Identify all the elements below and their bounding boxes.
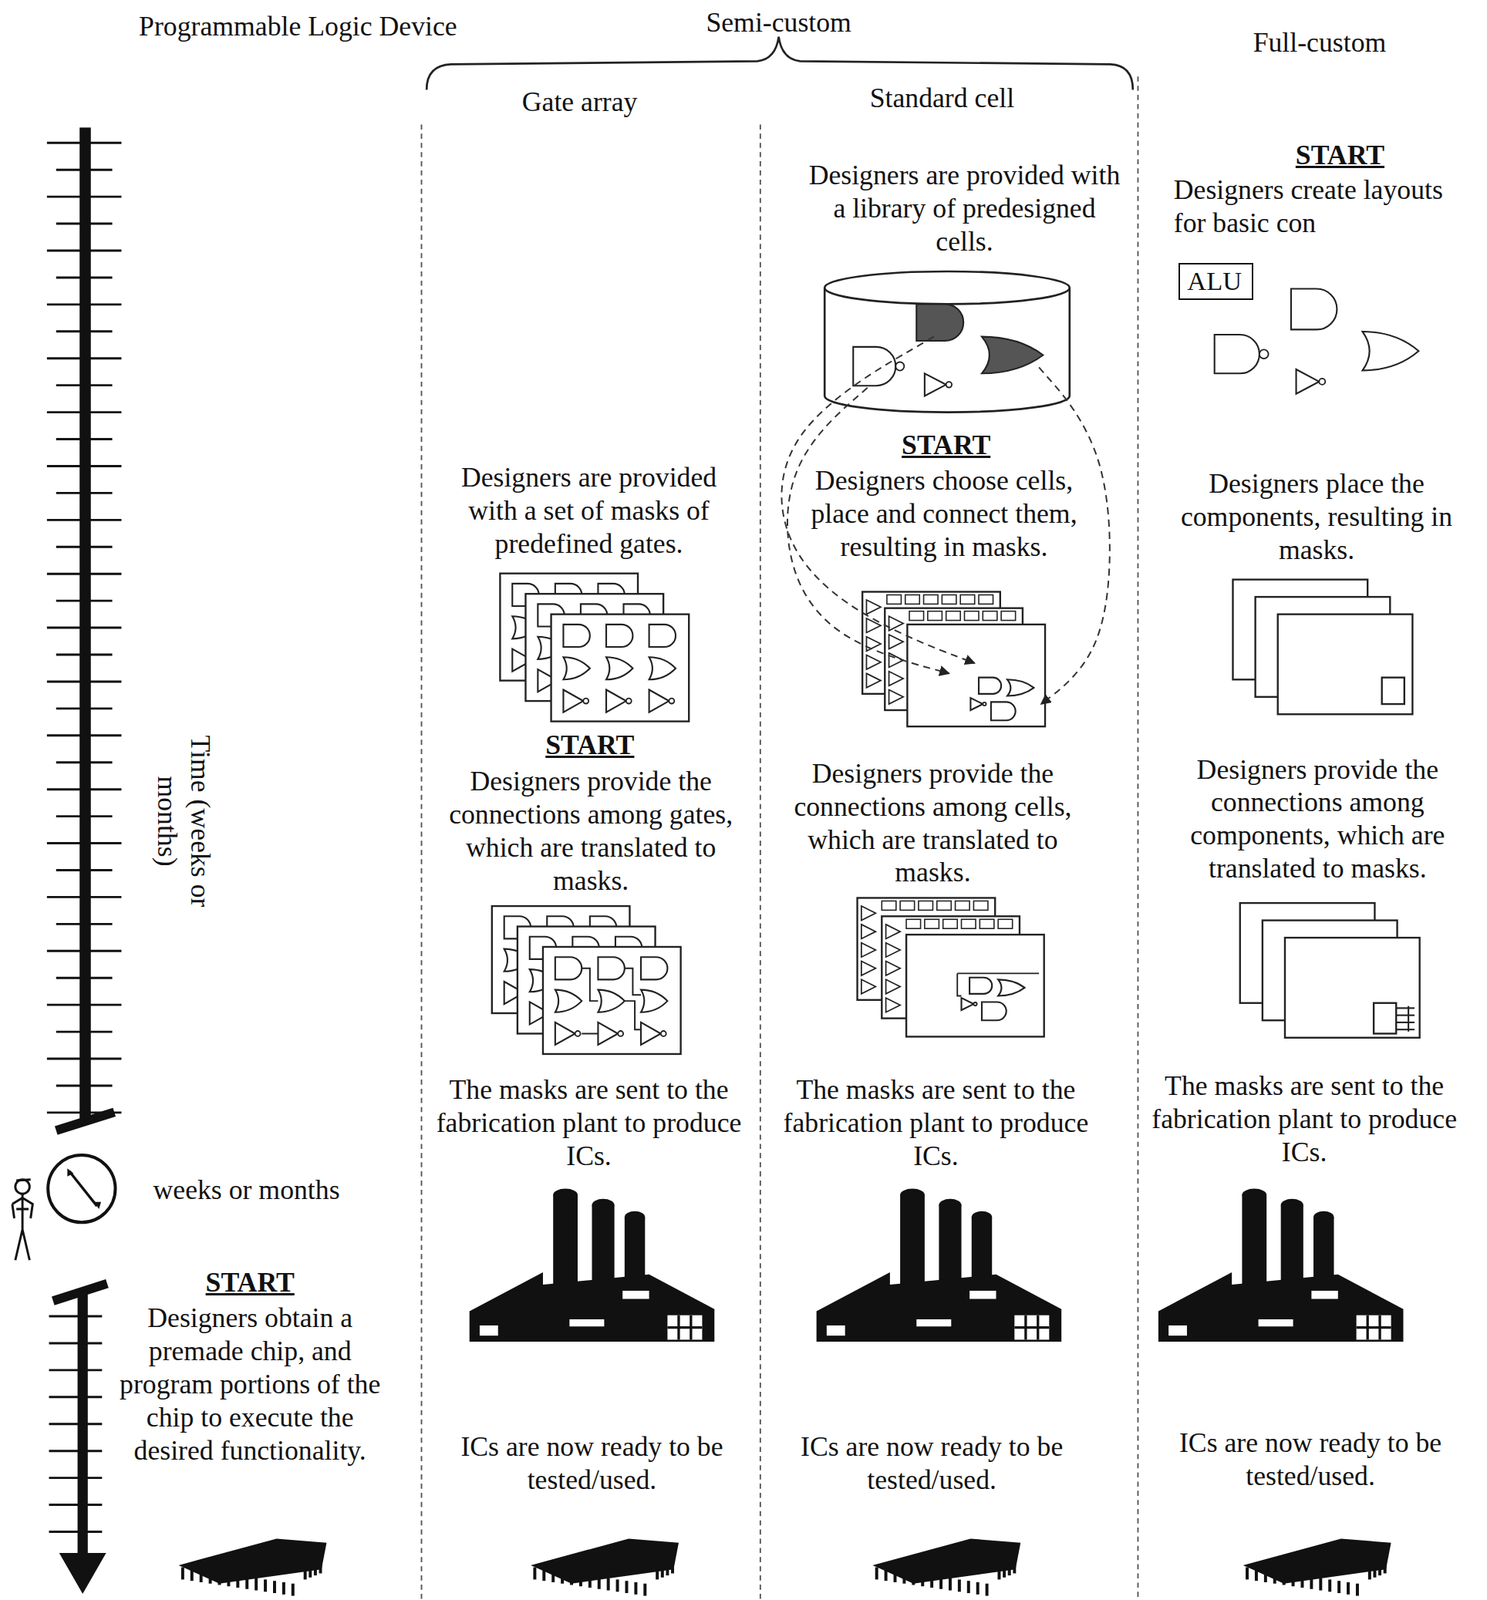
step-text: The masks are sent to the fabrication pl… xyxy=(772,1073,1100,1174)
mask-stack xyxy=(862,591,1046,727)
cell-library xyxy=(824,271,1070,413)
gate-symbol xyxy=(597,990,624,1013)
gate-symbol xyxy=(998,979,1025,996)
step-text: Designers are provided with a set of mas… xyxy=(435,461,742,561)
clock-icon xyxy=(47,1155,115,1223)
step-text: Designers are provided with a library of… xyxy=(805,158,1123,259)
gate-symbol xyxy=(991,701,1016,721)
step-text: Designers place the components, resultin… xyxy=(1158,467,1475,567)
gate-symbol xyxy=(916,303,964,341)
step-text: Designers provide the connections among … xyxy=(442,765,739,898)
gate-symbol xyxy=(555,957,582,980)
mask-stack xyxy=(1240,903,1420,1039)
step-text: ICs are now ready to be tested/used. xyxy=(783,1430,1080,1498)
step-text: ICs are now ready to be tested/used. xyxy=(1162,1426,1459,1494)
factory-icon xyxy=(469,1189,715,1343)
group-heading: Semi-custom xyxy=(656,6,902,40)
start-marker: START xyxy=(864,428,1029,462)
gate-symbol xyxy=(606,690,632,713)
chip-icon xyxy=(530,1538,679,1596)
gate-symbol xyxy=(924,373,952,396)
column-divider xyxy=(1137,76,1140,1600)
gate-symbol xyxy=(555,1022,581,1046)
gate-symbol xyxy=(1296,369,1326,395)
gate-symbol xyxy=(563,690,589,713)
step-text: The masks are sent to the fabrication pl… xyxy=(425,1073,752,1174)
gate-symbol xyxy=(978,677,1002,695)
gate-symbol xyxy=(649,657,676,680)
mask-stack xyxy=(1233,579,1413,715)
drawing xyxy=(12,37,1420,1600)
gate-symbol xyxy=(981,1001,1007,1021)
components xyxy=(1214,288,1420,394)
mask-stack xyxy=(499,573,689,722)
timeline xyxy=(49,1284,108,1595)
gate-symbol xyxy=(961,998,978,1011)
mask-stack xyxy=(857,897,1045,1037)
step-text: ICs are now ready to be tested/used. xyxy=(444,1430,741,1498)
step-text: Designers obtain a premade chip, and pro… xyxy=(112,1301,388,1467)
component-box: ALU xyxy=(1178,263,1254,301)
column-heading: Full-custom xyxy=(1197,26,1443,60)
gate-symbol xyxy=(640,990,668,1013)
gate-symbol xyxy=(649,624,676,648)
selection-path xyxy=(1038,367,1110,705)
start-marker: START xyxy=(168,1266,332,1300)
gate-symbol xyxy=(1214,334,1269,374)
column-heading: Standard cell xyxy=(804,81,1080,115)
gate-symbol xyxy=(1362,331,1420,371)
chip-icon xyxy=(1243,1538,1392,1596)
axis-label: Time (weeks or months) xyxy=(150,719,217,924)
gate-symbol xyxy=(649,690,675,713)
gate-symbol xyxy=(597,957,624,980)
gate-symbol xyxy=(640,957,668,980)
step-text: Designers choose cells, place and connec… xyxy=(785,464,1103,564)
start-marker: START xyxy=(1258,138,1423,172)
step-text: Designers provide the connections among … xyxy=(785,757,1082,891)
gate-symbol xyxy=(606,657,633,680)
gate-symbol xyxy=(640,1022,667,1046)
gate-symbol xyxy=(981,337,1043,375)
mask-stack xyxy=(492,906,682,1055)
column-heading: Programmable Logic Device xyxy=(134,10,462,44)
step-text: The masks are sent to the fabrication pl… xyxy=(1140,1069,1467,1170)
step-text: Designers create layouts for basic con xyxy=(1173,173,1481,240)
gate-symbol xyxy=(555,990,582,1013)
duration-label: weeks or months xyxy=(152,1173,398,1208)
factory-icon xyxy=(816,1189,1063,1343)
person-icon xyxy=(12,1180,33,1262)
gate-symbol xyxy=(1291,288,1338,330)
timeline xyxy=(47,127,122,1131)
gate-symbol xyxy=(597,1022,624,1046)
gate-symbol xyxy=(853,347,904,386)
brace xyxy=(426,37,1133,91)
factory-icon xyxy=(1158,1189,1404,1343)
step-text: Designers provide the connections among … xyxy=(1164,753,1471,887)
gate-symbol xyxy=(970,697,986,711)
chip-icon xyxy=(178,1538,328,1596)
chip-icon xyxy=(872,1538,1021,1596)
column-divider xyxy=(759,124,762,1600)
gate-symbol xyxy=(563,624,590,648)
gate-symbol xyxy=(606,624,633,648)
gate-symbol xyxy=(1007,679,1034,696)
gate-symbol xyxy=(969,977,992,995)
column-divider xyxy=(421,124,423,1600)
box-label: ALU xyxy=(1186,266,1242,296)
gate-symbol xyxy=(563,657,590,680)
start-marker: START xyxy=(508,728,672,763)
column-heading: Gate array xyxy=(451,85,708,119)
